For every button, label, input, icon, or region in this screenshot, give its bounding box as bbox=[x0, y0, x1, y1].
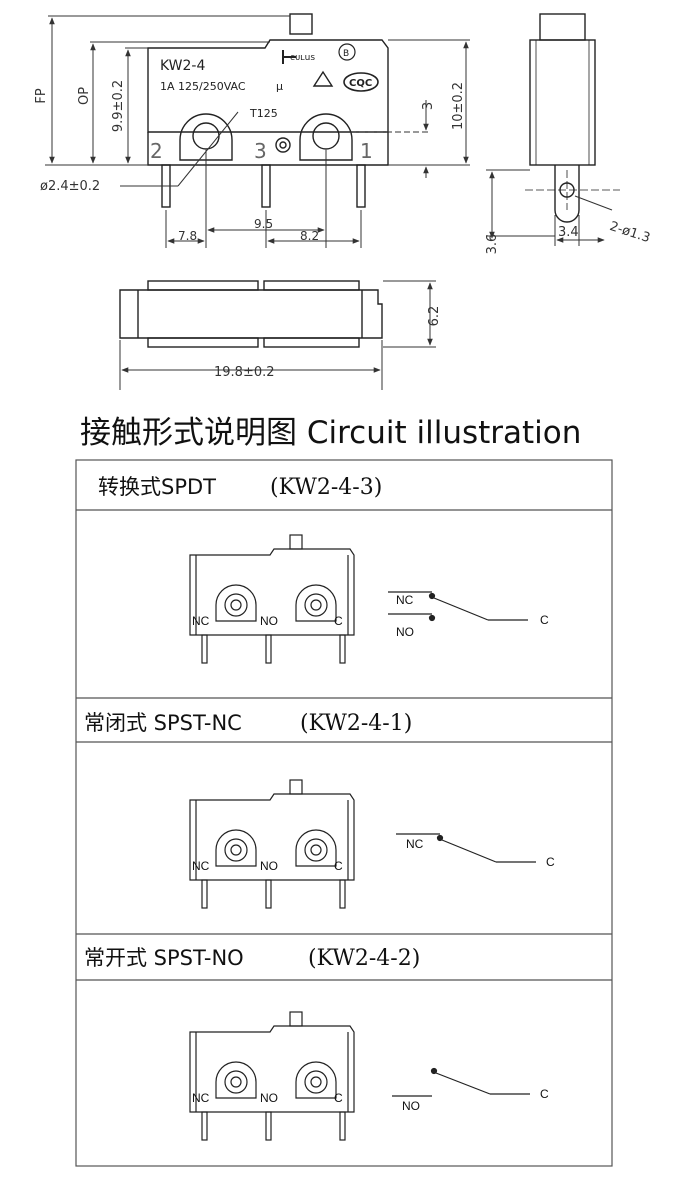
dim-8-2: 8.2 bbox=[300, 229, 319, 243]
switch2-terminal-nc: NC bbox=[192, 859, 210, 873]
circuit-title: 接触形式说明图 Circuit illustration bbox=[80, 415, 581, 451]
b-mark: B bbox=[343, 49, 349, 59]
switch2-terminal-c: C bbox=[334, 859, 343, 873]
side-view bbox=[525, 13, 620, 223]
cqc-mark: CQC bbox=[349, 78, 372, 89]
rating-label: 1A 125/250VAC bbox=[160, 80, 246, 93]
schematic-no bbox=[392, 1067, 530, 1097]
front-body bbox=[147, 39, 389, 133]
dim-9-9: 9.9±0.2 bbox=[111, 80, 126, 132]
dim-3-6: 3.6 bbox=[485, 234, 500, 255]
model-label: KW2-4 bbox=[160, 58, 205, 74]
top-view bbox=[119, 280, 383, 348]
switch2-terminal-no: NO bbox=[260, 859, 278, 873]
dim-3-4: 3.4 bbox=[558, 225, 579, 240]
dim-7-8: 7.8 bbox=[178, 229, 197, 243]
dim-hole: ø2.4±0.2 bbox=[40, 179, 100, 194]
nc-nc: NC bbox=[406, 837, 424, 851]
section3-label: 常开式 SPST-NO bbox=[84, 946, 244, 970]
ul-mark: cᴜʟus bbox=[290, 53, 315, 63]
section1-label: 转换式SPDT bbox=[98, 475, 216, 499]
switch-icons: NC NO C NC NO C NC NO C bbox=[189, 534, 355, 1141]
schematic-nc bbox=[396, 833, 536, 863]
dim-19-8: 19.8±0.2 bbox=[214, 365, 275, 380]
front-lever bbox=[289, 13, 313, 35]
schematic-spdt bbox=[388, 591, 528, 622]
dim-10: 10±0.2 bbox=[451, 82, 466, 130]
terminal-1 bbox=[356, 164, 366, 208]
switch1-terminal-no: NO bbox=[260, 614, 278, 628]
nc-c: C bbox=[546, 855, 555, 869]
spdt-nc: NC bbox=[396, 593, 414, 607]
dim-op: OP bbox=[77, 87, 92, 105]
mount-hole-left bbox=[192, 122, 220, 150]
cqc-mark-outline bbox=[343, 72, 379, 92]
b-mark-circle bbox=[338, 43, 356, 61]
pin-label-2: 2 bbox=[150, 139, 163, 163]
side-dimensions bbox=[486, 169, 613, 246]
dim-fp: FP bbox=[34, 88, 49, 103]
section3-model: (KW2-4-2) bbox=[308, 946, 420, 971]
circuit-table bbox=[75, 459, 613, 1167]
top-dimensions bbox=[119, 280, 436, 390]
no-c: C bbox=[540, 1087, 549, 1101]
section2-model: (KW2-4-1) bbox=[300, 711, 412, 736]
warning-triangle-icon bbox=[312, 70, 334, 87]
section2-label: 常闭式 SPST-NC bbox=[84, 711, 242, 735]
switch3-terminal-no: NO bbox=[260, 1091, 278, 1105]
terminal-3 bbox=[261, 164, 271, 208]
switch3-terminal-nc: NC bbox=[192, 1091, 210, 1105]
spdt-c: C bbox=[540, 613, 549, 627]
dim-9-5: 9.5 bbox=[254, 217, 273, 231]
pin-label-1: 1 bbox=[360, 139, 373, 163]
section1-model: (KW2-4-3) bbox=[270, 475, 382, 500]
switch-drawing-2 bbox=[189, 779, 355, 909]
no-no: NO bbox=[402, 1099, 420, 1113]
switch1-terminal-nc: NC bbox=[192, 614, 210, 628]
switch3-terminal-c: C bbox=[334, 1091, 343, 1105]
mount-hole-right bbox=[312, 122, 340, 150]
mu-mark: μ bbox=[276, 80, 283, 93]
switch-drawing-1 bbox=[189, 534, 355, 664]
switch1-terminal-c: C bbox=[334, 614, 343, 628]
front-dimensions bbox=[45, 15, 470, 248]
pin-label-3: 3 bbox=[254, 139, 267, 163]
dim-side-hole: 2-ø1.3 bbox=[608, 219, 652, 246]
temp-label: T125 bbox=[249, 107, 278, 120]
switch-drawing-3 bbox=[189, 1011, 355, 1141]
spdt-no: NO bbox=[396, 625, 414, 639]
pin3-marker bbox=[275, 137, 291, 153]
dim-6-2: 6.2 bbox=[427, 306, 442, 327]
dim-3: 3 bbox=[421, 102, 436, 110]
